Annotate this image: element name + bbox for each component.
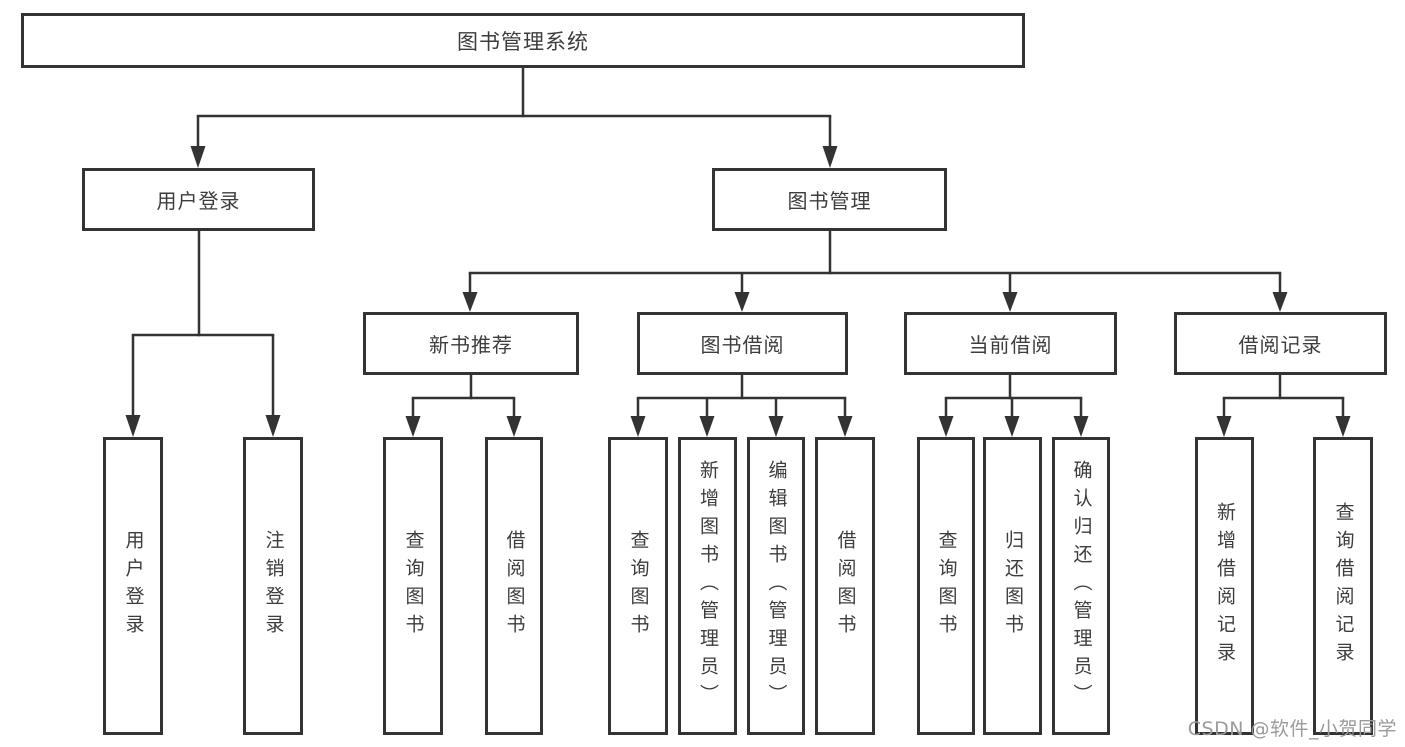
node-label: 查询图书 xyxy=(627,530,650,642)
node-label: 新书推荐 xyxy=(429,333,513,357)
connector-current-borrow-to-leaves xyxy=(938,374,1089,437)
node-label: 确认归还（管理员） xyxy=(1070,460,1093,712)
node-label: 新增借阅记录 xyxy=(1214,502,1236,670)
node-root-library-system: 图书管理系统 xyxy=(21,13,1025,68)
leaf-query-borrow-record: 查询借阅记录 xyxy=(1313,437,1373,735)
node-label: 借阅图书 xyxy=(834,530,857,642)
node-borrow-records: 借阅记录 xyxy=(1174,312,1387,375)
node-book-borrow: 图书借阅 xyxy=(637,312,848,375)
node-book-management: 图书管理 xyxy=(712,168,947,231)
node-label: 查询图书 xyxy=(935,530,958,642)
connector-new-book-recommend-to-leaves xyxy=(405,374,522,437)
leaf-add-book-admin: 新增图书（管理员） xyxy=(678,437,737,735)
node-label: 借阅图书 xyxy=(503,530,526,642)
leaf-edit-book-admin: 编辑图书（管理员） xyxy=(747,437,805,735)
connector-user-login-to-leaves xyxy=(125,230,281,437)
leaf-logout: 注销登录 xyxy=(243,437,303,735)
node-label: 注销登录 xyxy=(262,530,285,642)
leaf-query-books-current: 查询图书 xyxy=(917,437,975,735)
node-label: 图书借阅 xyxy=(700,333,785,357)
connector-borrow-records-to-leaves xyxy=(1216,374,1351,437)
node-label: 归还图书 xyxy=(1002,530,1024,642)
csdn-watermark: CSDN @软件_小贺同学 xyxy=(1187,718,1397,740)
connector-book-management-to-level3 xyxy=(462,230,1288,312)
node-label: 借阅记录 xyxy=(1238,333,1323,357)
leaf-borrow-books: 借阅图书 xyxy=(815,437,875,735)
node-label: 当前借阅 xyxy=(968,333,1053,357)
connector-book-borrow-to-leaves xyxy=(630,374,853,437)
node-label: 编辑图书（管理员） xyxy=(765,460,788,712)
leaf-query-books-recommend: 查询图书 xyxy=(383,437,443,735)
leaf-user-login: 用户登录 xyxy=(103,437,163,735)
leaf-confirm-return-admin: 确认归还（管理员） xyxy=(1052,437,1110,735)
node-label: 用户登录 xyxy=(156,189,241,213)
node-new-book-recommend: 新书推荐 xyxy=(363,312,579,375)
node-label: 图书管理系统 xyxy=(457,29,589,54)
connector-root-to-level2 xyxy=(190,68,838,168)
node-label: 查询借阅记录 xyxy=(1332,502,1355,670)
node-label: 查询图书 xyxy=(402,530,425,642)
leaf-add-borrow-record: 新增借阅记录 xyxy=(1195,437,1254,735)
leaf-borrow-books-recommend: 借阅图书 xyxy=(485,437,543,735)
node-label: 新增图书（管理员） xyxy=(697,460,719,712)
node-label: 图书管理 xyxy=(787,189,872,213)
leaf-query-books-borrow: 查询图书 xyxy=(608,437,668,735)
node-label: 用户登录 xyxy=(122,530,145,642)
node-current-borrow: 当前借阅 xyxy=(904,312,1117,375)
node-user-login: 用户登录 xyxy=(82,168,315,231)
leaf-return-books: 归还图书 xyxy=(983,437,1042,735)
